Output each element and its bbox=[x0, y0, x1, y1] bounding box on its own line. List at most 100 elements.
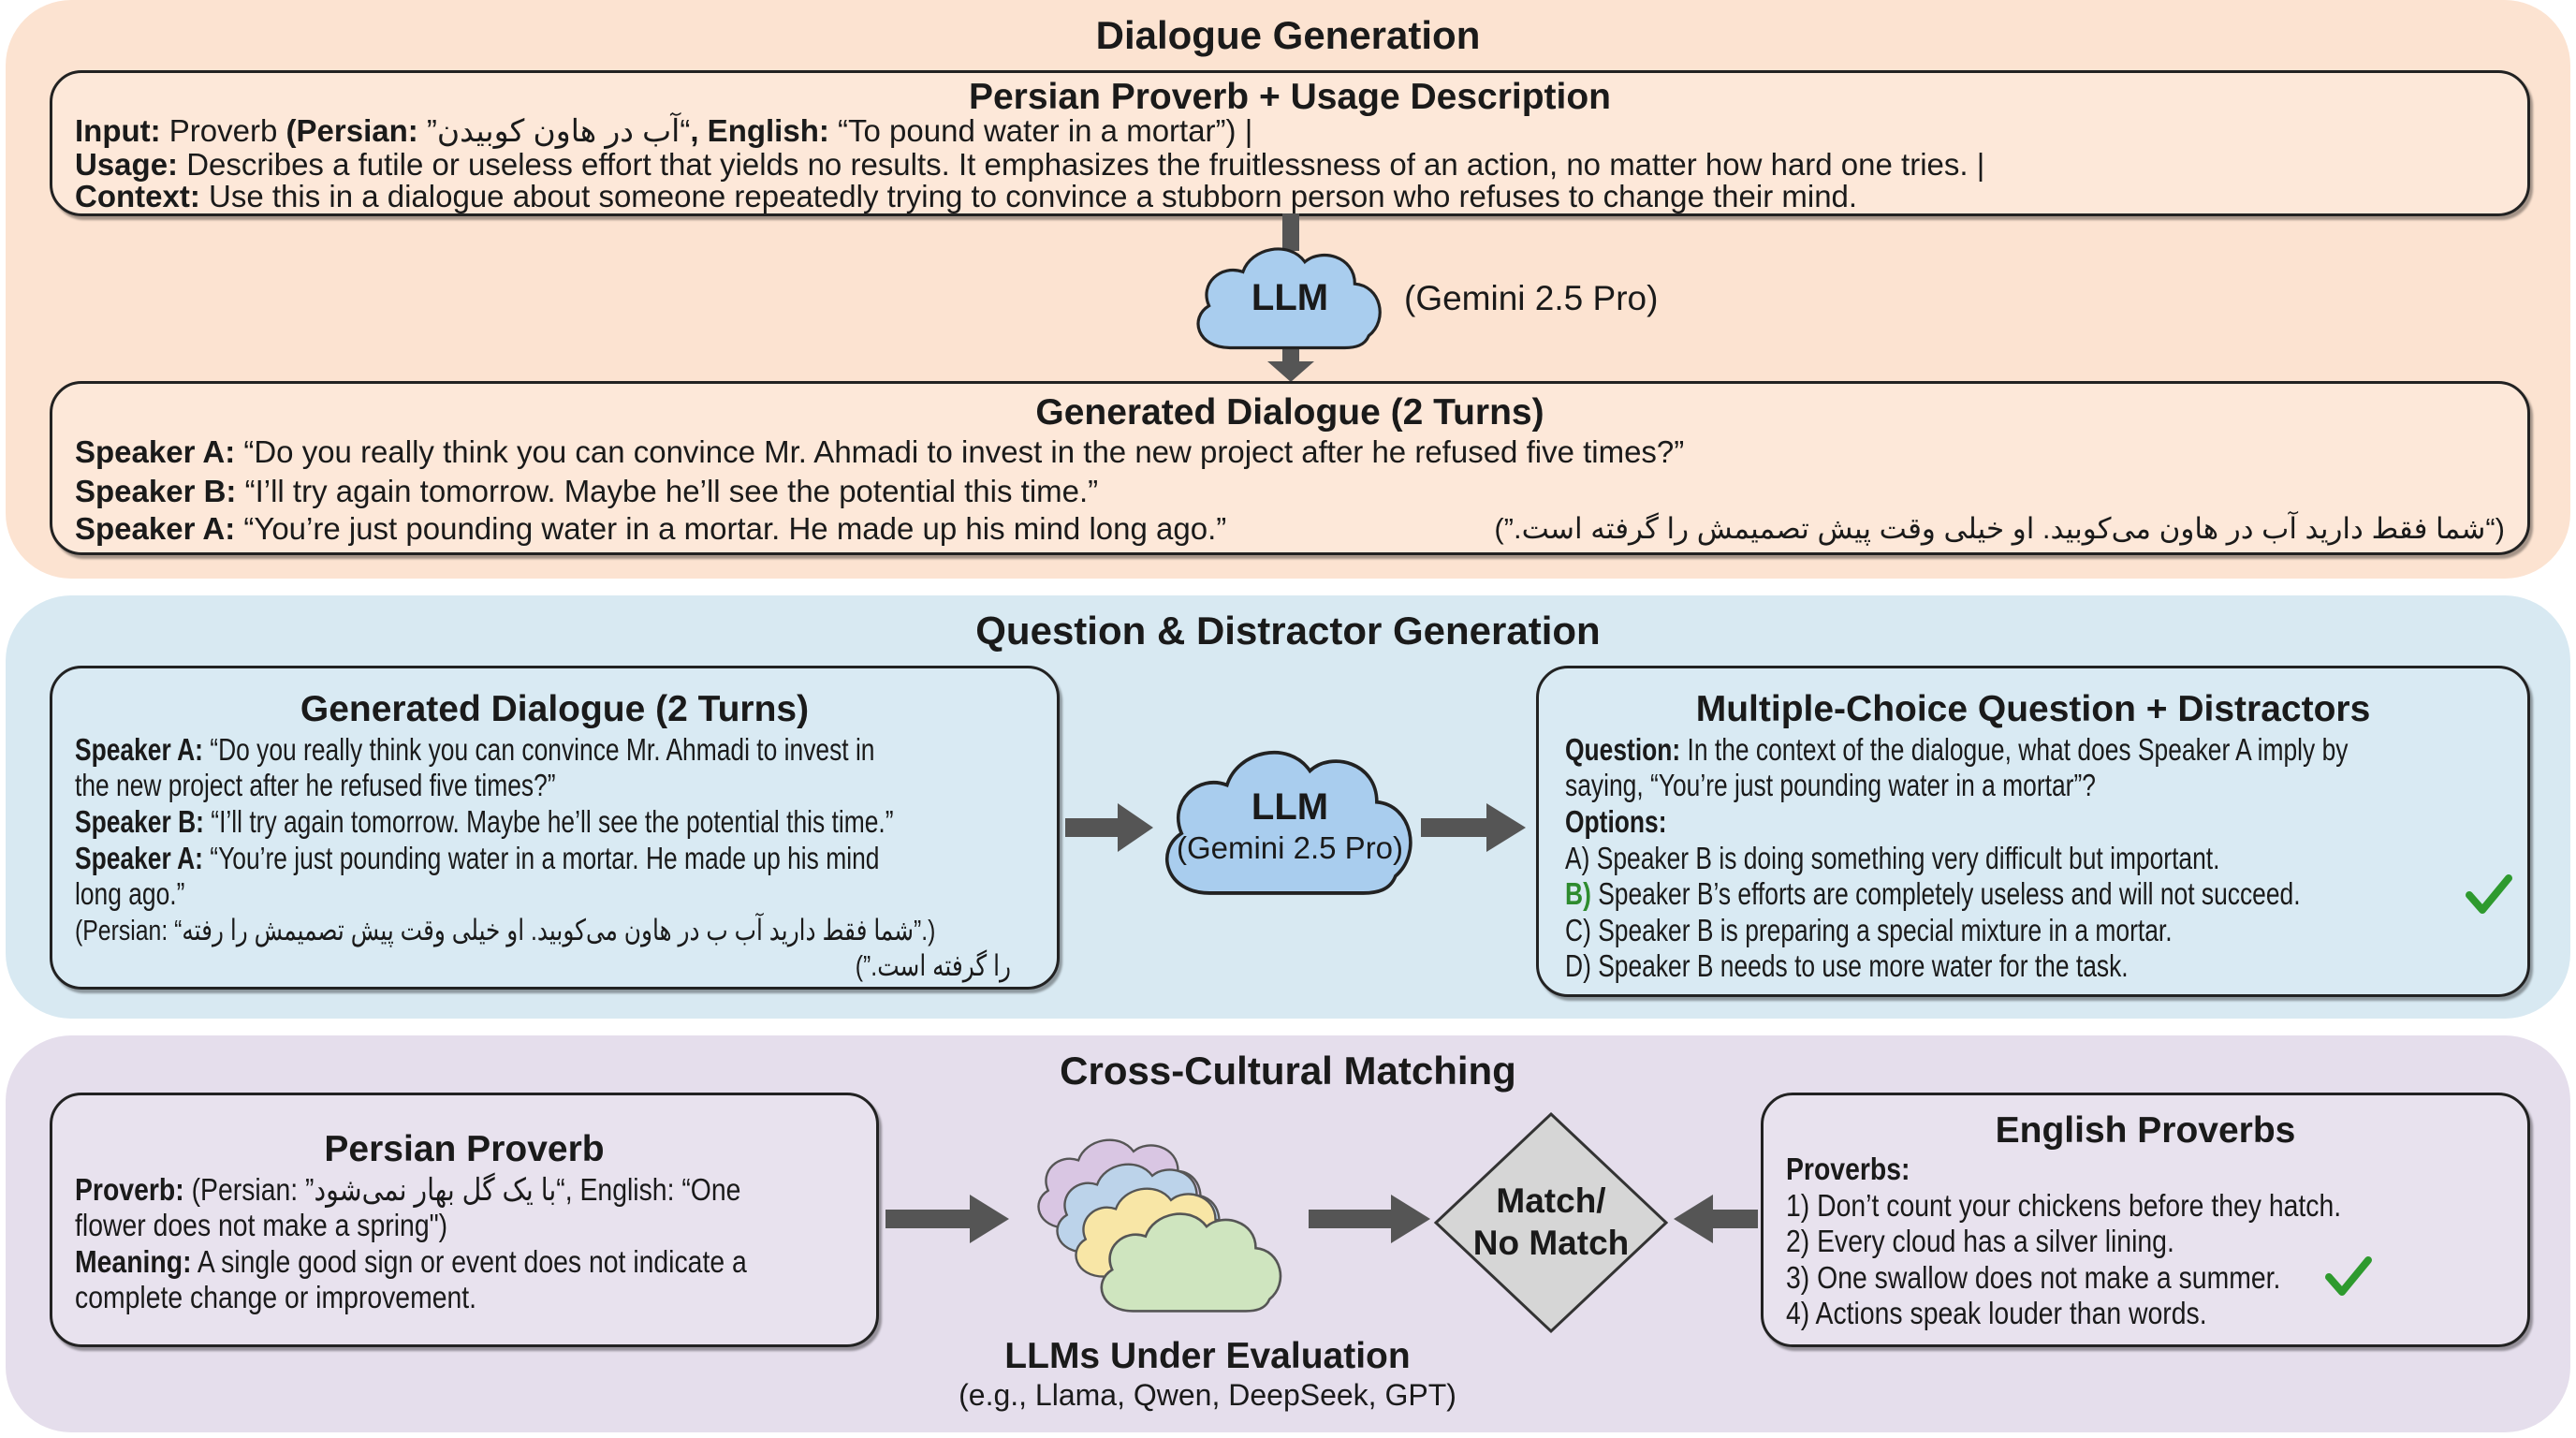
flow-arrows-stage3 bbox=[886, 1195, 1758, 1243]
arrow-right-icon bbox=[970, 1195, 1009, 1243]
input-line: Input: Proverb (Persian: “آب در هاون کوب… bbox=[75, 113, 1252, 149]
turn-text: “I’ll try again tomorrow. Maybe he’ll se… bbox=[236, 474, 1099, 508]
option-d: D) Speaker B needs to use more water for… bbox=[1565, 948, 2129, 984]
option-letter: D) bbox=[1565, 948, 1591, 983]
arrow-shaft bbox=[1309, 1210, 1393, 1228]
turn-text: “You’re just pounding water in a mortar.… bbox=[202, 841, 880, 875]
dialogue-line: Speaker B: “I’ll try again tomorrow. May… bbox=[75, 804, 894, 840]
meaning-line: complete change or improvement. bbox=[75, 1280, 477, 1314]
option-c: C) Speaker B is preparing a special mixt… bbox=[1565, 913, 2173, 948]
dialogue-line: Speaker A: “Do you really think you can … bbox=[75, 732, 875, 768]
dialogue-line: the new project after he refused five ti… bbox=[75, 768, 556, 802]
usage-line: Usage: Describes a futile or useless eff… bbox=[75, 147, 1984, 183]
llm-label: LLM bbox=[1251, 786, 1329, 828]
options-label: Options: bbox=[1565, 804, 1667, 839]
persian-translation: (“شما فقط دارید آب در هاون می‌کوبید. او … bbox=[1494, 512, 2505, 545]
proverb-line: Proverb: (Persian: “با یک گل بهار نمی‌شو… bbox=[75, 1172, 740, 1208]
option-text: Speaker B is preparing a special mixture… bbox=[1590, 913, 2173, 947]
arrow-shaft bbox=[1421, 818, 1488, 837]
persian-proverb-input-box: Persian Proverb + Usage Description Inpu… bbox=[50, 70, 2530, 216]
checkmark-icon bbox=[2466, 874, 2512, 914]
flow-arrows-stage2 bbox=[1065, 803, 1526, 852]
english-proverbs-title: English Proverbs bbox=[1995, 1110, 2296, 1151]
turn-text: “Do you really think you can convince Mr… bbox=[235, 434, 1685, 469]
context-line: Context: Use this in a dialogue about so… bbox=[75, 179, 1857, 214]
llms-title: LLMs Under Evaluation bbox=[1004, 1336, 1411, 1376]
meaning-label: Meaning: bbox=[75, 1244, 192, 1279]
option-letter: B) bbox=[1565, 876, 1591, 911]
english-proverbs-box: English Proverbs Proverbs: 1) Don’t coun… bbox=[1761, 1093, 2530, 1347]
arrow-shaft bbox=[1282, 213, 1299, 251]
english-proverb: “To pound water in a mortar”) | bbox=[838, 113, 1253, 148]
mcq-box: Multiple-Choice Question + Distractors Q… bbox=[1536, 666, 2530, 997]
option-b: B) Speaker B’s efforts are completely us… bbox=[1565, 876, 2301, 912]
decision-line2: No Match bbox=[1472, 1224, 1630, 1262]
question-line: Question: In the context of the dialogue… bbox=[1565, 732, 2348, 768]
mcq-title: Multiple-Choice Question + Distractors bbox=[1695, 689, 2371, 729]
llm-label: LLM bbox=[1251, 277, 1329, 318]
question-line: saying, “You’re just pounding water in a… bbox=[1565, 768, 2096, 802]
speaker-label: Speaker A: bbox=[75, 841, 203, 875]
question-text: In the context of the dialogue, what doe… bbox=[1680, 732, 2349, 767]
dialogue-turn: Speaker B: “I’ll try again tomorrow. May… bbox=[75, 474, 1098, 509]
option-text: Speaker B needs to use more water for th… bbox=[1590, 948, 2129, 983]
meaning-line: Meaning: A single good sign or event doe… bbox=[75, 1244, 747, 1280]
persian-translation-cont: را گرفته است.”) bbox=[855, 949, 1011, 982]
usage-text: Describes a futile or useless effort tha… bbox=[178, 147, 1985, 182]
arrow-right-icon bbox=[1486, 803, 1526, 852]
arrow-shaft bbox=[1711, 1210, 1758, 1228]
decision-line1: Match/ bbox=[1496, 1181, 1606, 1220]
persian-translation: (Persian: “شما فقط دارید آب ب در هاون می… bbox=[75, 914, 936, 946]
usage-label: Usage: bbox=[75, 147, 179, 182]
dialogue-line: Speaker A: “You’re just pounding water i… bbox=[75, 841, 879, 876]
context-label: Context: bbox=[75, 179, 200, 213]
turn-text: “I’ll try again tomorrow. Maybe he’ll se… bbox=[203, 804, 894, 839]
option-letter: A) bbox=[1565, 841, 1590, 875]
dialogue-line: long ago.” bbox=[75, 876, 185, 911]
generated-dialogue-title: Generated Dialogue (2 Turns) bbox=[1035, 392, 1544, 433]
arrow-shaft bbox=[1065, 818, 1120, 837]
input-label: Input: bbox=[75, 113, 161, 148]
speaker-label: Speaker B: bbox=[75, 474, 237, 508]
option-letter: C) bbox=[1565, 913, 1591, 947]
english-label: , English: bbox=[690, 113, 839, 148]
stage2-title: Question & Distractor Generation bbox=[975, 609, 1601, 653]
dialogue-turn: Speaker A: “You’re just pounding water i… bbox=[75, 511, 1226, 547]
input-text: Proverb bbox=[160, 113, 286, 148]
meaning-text: A single good sign or event does not ind… bbox=[191, 1244, 747, 1279]
persian-proverb: “با یک گل بهار نمی‌شود” bbox=[305, 1172, 565, 1207]
checkmark-icon bbox=[2325, 1256, 2372, 1296]
option-text: Speaker B’s efforts are completely usele… bbox=[1590, 876, 2301, 911]
proverb-text: (Persian: bbox=[183, 1172, 306, 1207]
turn-text: “Do you really think you can convince Mr… bbox=[202, 732, 875, 767]
llm-clouds-icon bbox=[1037, 1138, 1282, 1313]
decision-label: Match/ No Match bbox=[1433, 1180, 1669, 1264]
llms-subtitle: (e.g., Llama, Qwen, DeepSeek, GPT) bbox=[959, 1378, 1456, 1412]
arrow-left-icon bbox=[1674, 1195, 1713, 1243]
arrow-right-icon bbox=[1391, 1195, 1430, 1243]
speaker-label: Speaker B: bbox=[75, 804, 204, 839]
context-text: Use this in a dialogue about someone rep… bbox=[199, 179, 1858, 213]
generated-dialogue-box: Generated Dialogue (2 Turns) Speaker A: … bbox=[50, 381, 2530, 555]
option-text: Speaker B is doing something very diffic… bbox=[1589, 841, 2220, 875]
persian-label: (Persian: bbox=[285, 113, 427, 148]
arrow-down-icon bbox=[1267, 361, 1314, 382]
option-a: A) Speaker B is doing something very dif… bbox=[1565, 841, 2219, 876]
proverb-line: flower does not make a spring") bbox=[75, 1208, 448, 1242]
arrow-right-icon bbox=[1118, 803, 1153, 852]
proverb-label: Proverb: bbox=[75, 1172, 184, 1207]
proverb-text: , English: “One bbox=[564, 1172, 741, 1207]
english-proverb-item: 1) Don’t count your chickens before they… bbox=[1786, 1188, 2342, 1223]
decision-diamond bbox=[1433, 1111, 1669, 1334]
question-label: Question: bbox=[1565, 732, 1681, 767]
dialogue-turn: Speaker A: “Do you really think you can … bbox=[75, 434, 1684, 470]
stage2-dialogue-title: Generated Dialogue (2 Turns) bbox=[300, 689, 810, 729]
english-proverb-item: 4) Actions speak louder than words. bbox=[1786, 1296, 2207, 1330]
stage1-title: Dialogue Generation bbox=[1095, 13, 1481, 57]
english-proverb-item: 2) Every cloud has a silver lining. bbox=[1786, 1224, 2174, 1258]
stage2-dialogue-box: Generated Dialogue (2 Turns) Speaker A: … bbox=[50, 666, 1060, 990]
llm-model-name: (Gemini 2.5 Pro) bbox=[1176, 830, 1404, 865]
arrow-shaft bbox=[886, 1210, 972, 1228]
speaker-label: Speaker A: bbox=[75, 434, 236, 469]
speaker-label: Speaker A: bbox=[75, 732, 203, 767]
